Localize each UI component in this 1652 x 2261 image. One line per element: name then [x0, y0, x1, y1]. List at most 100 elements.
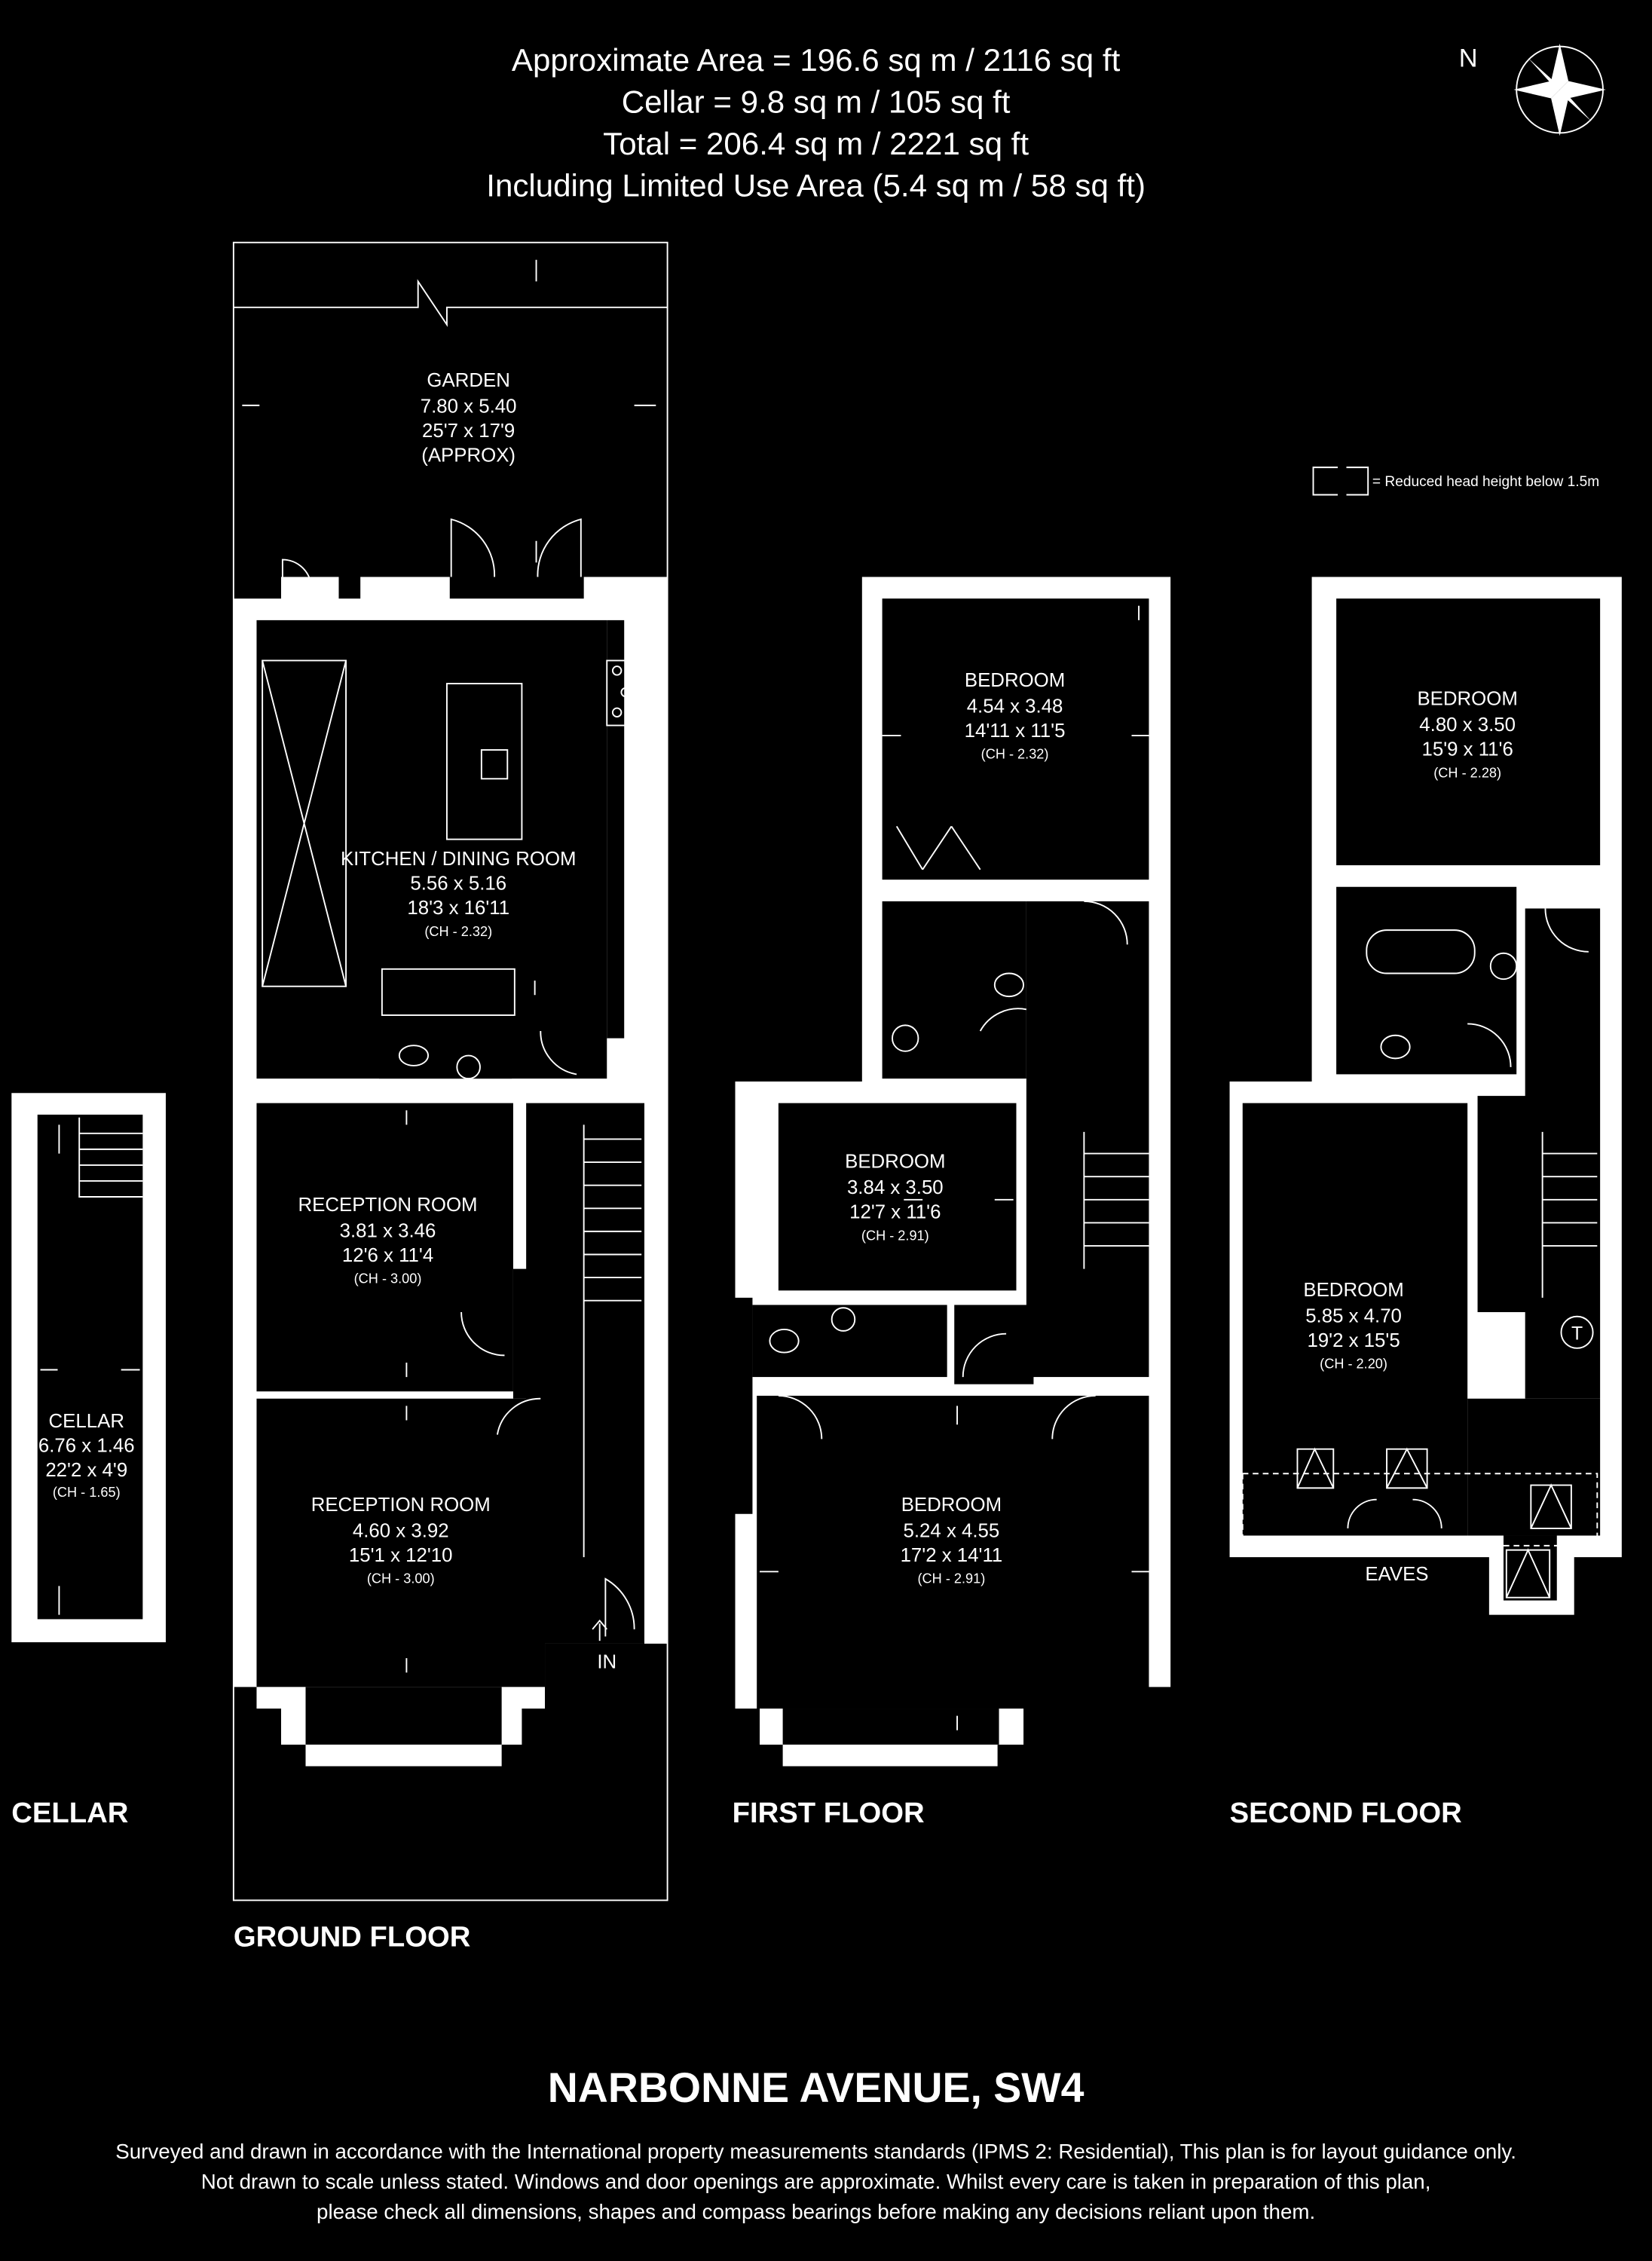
ff-bed-rear-ceiling: (CH - 2.32) [981, 747, 1049, 762]
ff-bed-front-metric: 5.24 x 4.55 [904, 1520, 1000, 1541]
side-door [281, 558, 313, 589]
ff-bed-mid-name: BEDROOM [845, 1152, 945, 1173]
first-floor-plan: BEDROOM 4.54 x 3.48 14'11 x 11'5 (CH - 2… [735, 577, 1171, 1767]
bath-icon [1366, 929, 1476, 974]
basin-icon [831, 1307, 856, 1332]
toilet-icon [1380, 1034, 1411, 1060]
reduced-height-legend-icon [1312, 467, 1369, 496]
entrance-arrow-icon [592, 1619, 607, 1641]
ff-bed-rear-name: BEDROOM [965, 670, 1065, 691]
ff-bed-front-imperial: 17'2 x 14'11 [901, 1545, 1003, 1566]
garden-french-doors [450, 518, 582, 577]
cellar-room-name: CELLAR [49, 1411, 124, 1432]
cellar-plan: CELLAR 6.76 x 1.46 22'2 x 4'9 (CH - 1.65… [11, 1093, 166, 1643]
reception-room-front [256, 1398, 546, 1687]
compass-north-label: N [1459, 44, 1478, 72]
garden-note: (APPROX) [421, 445, 515, 466]
kitchen-imperial: 18'3 x 16'11 [407, 898, 509, 919]
reception1-ceiling: (CH - 3.00) [354, 1271, 422, 1287]
kitchen-island [445, 683, 523, 840]
reception2-ceiling: (CH - 3.00) [367, 1571, 435, 1586]
footer: NARBONNE AVENUE, SW4 Surveyed and drawn … [115, 2064, 1516, 2223]
floor-label-second: SECOND FLOOR [1230, 1797, 1462, 1829]
sf-bed-rear-name: BEDROOM [1417, 689, 1517, 710]
kitchen-metric: 5.56 x 5.16 [410, 873, 506, 895]
ground-floor-plan: GARDEN 7.80 x 5.40 25'7 x 17'9 (APPROX) … [232, 241, 668, 1902]
reception-room-rear [256, 1103, 513, 1392]
reception2-metric: 4.60 x 3.92 [353, 1520, 449, 1541]
ground-stairs [583, 1124, 642, 1558]
disclaimer-line-2: Not drawn to scale unless stated. Window… [201, 2170, 1431, 2193]
first-bedroom-middle [778, 1103, 1017, 1291]
ff-bed-front-name: BEDROOM [901, 1495, 1002, 1516]
entrance-hall [526, 1103, 644, 1644]
ff-bed-rear-metric: 4.54 x 3.48 [967, 696, 1063, 717]
skylight-windows [1296, 1447, 1572, 1599]
skylight [262, 659, 347, 987]
kitchen-dining-room [256, 620, 607, 1079]
area-summary: Approximate Area = 196.6 sq m / 2116 sq … [486, 42, 1146, 203]
property-title: NARBONNE AVENUE, SW4 [548, 2064, 1085, 2111]
entrance-label: IN [597, 1651, 616, 1672]
first-bedroom-front [757, 1395, 1149, 1709]
disclaimer-line-3: please check all dimensions, shapes and … [317, 2200, 1315, 2223]
sf-bed-front-name: BEDROOM [1303, 1280, 1403, 1301]
ff-bed-mid-metric: 3.84 x 3.50 [847, 1177, 944, 1198]
floor-label-cellar: CELLAR [11, 1797, 128, 1829]
reception2-imperial: 15'1 x 12'10 [349, 1545, 453, 1566]
floor-label-first: FIRST FLOOR [733, 1797, 925, 1829]
bench [381, 968, 515, 1016]
second-stairs [1541, 1131, 1598, 1298]
front-door [604, 1577, 635, 1637]
cellar-room-ceiling: (CH - 1.65) [53, 1485, 121, 1500]
reception1-name: RECEPTION ROOM [298, 1195, 477, 1216]
first-stairs [1083, 1131, 1149, 1269]
ff-bed-front-ceiling: (CH - 2.91) [918, 1571, 986, 1586]
ff-bed-mid-ceiling: (CH - 2.91) [861, 1228, 929, 1243]
area-cellar: Cellar = 9.8 sq m / 105 sq ft [622, 84, 1011, 120]
hob-icon [606, 659, 645, 727]
first-shower-room [752, 1305, 947, 1378]
ff-bed-mid-imperial: 12'7 x 11'6 [849, 1202, 941, 1223]
cellar-room-imperial: 22'2 x 4'9 [45, 1460, 127, 1481]
reception1-metric: 3.81 x 3.46 [340, 1221, 436, 1242]
cellar-room-metric: 6.76 x 1.46 [38, 1436, 135, 1457]
area-total: Total = 206.4 sq m / 2221 sq ft [603, 126, 1029, 161]
first-bedroom-rear [882, 598, 1149, 880]
area-limited-use: Including Limited Use Area (5.4 sq m / 5… [486, 168, 1146, 203]
kitchen-name: KITCHEN / DINING ROOM [341, 849, 577, 870]
first-landing [1026, 901, 1149, 1378]
kitchen-ceiling: (CH - 2.32) [424, 924, 492, 939]
basin-icon [1489, 952, 1518, 981]
compass-icon: N [1459, 43, 1606, 136]
eaves-label: EAVES [1365, 1564, 1428, 1585]
toilet-icon [769, 1329, 800, 1354]
wardrobe-doors [895, 825, 981, 870]
legend-text: = Reduced head height below 1.5m [1372, 474, 1599, 490]
wc [379, 1035, 512, 1079]
tank-label: T [1571, 1323, 1583, 1344]
reception1-imperial: 12'6 x 11'4 [342, 1245, 433, 1266]
sink-icon [480, 749, 509, 780]
water-tank-icon [1560, 1315, 1594, 1349]
second-floor-plan: T BEDROOM 4.80 x 3.50 15'9 x 11'6 (CH - … [1229, 577, 1622, 1615]
sf-bed-rear-metric: 4.80 x 3.50 [1419, 714, 1516, 736]
toilet-icon [398, 1045, 430, 1066]
area-approx: Approximate Area = 196.6 sq m / 2116 sq … [512, 42, 1121, 78]
basin-icon [892, 1024, 919, 1052]
garden-name: GARDEN [427, 370, 509, 391]
sf-bed-front-imperial: 19'2 x 15'5 [1307, 1330, 1400, 1351]
garden-bifold-gate [233, 279, 668, 327]
garden-metric: 7.80 x 5.40 [421, 396, 517, 417]
disclaimer-line-1: Surveyed and drawn in accordance with th… [115, 2140, 1516, 2163]
toilet-icon [993, 972, 1025, 998]
floor-label-ground: GROUND FLOOR [234, 1921, 470, 1954]
cellar-stairs [78, 1117, 143, 1198]
basin-icon [456, 1054, 481, 1080]
sf-bed-rear-ceiling: (CH - 2.28) [1433, 765, 1501, 780]
first-bathroom [882, 901, 1026, 1079]
ff-bed-rear-imperial: 14'11 x 11'5 [965, 721, 1066, 742]
garden-imperial: 25'7 x 17'9 [422, 421, 515, 442]
second-bedroom-rear [1336, 598, 1601, 866]
